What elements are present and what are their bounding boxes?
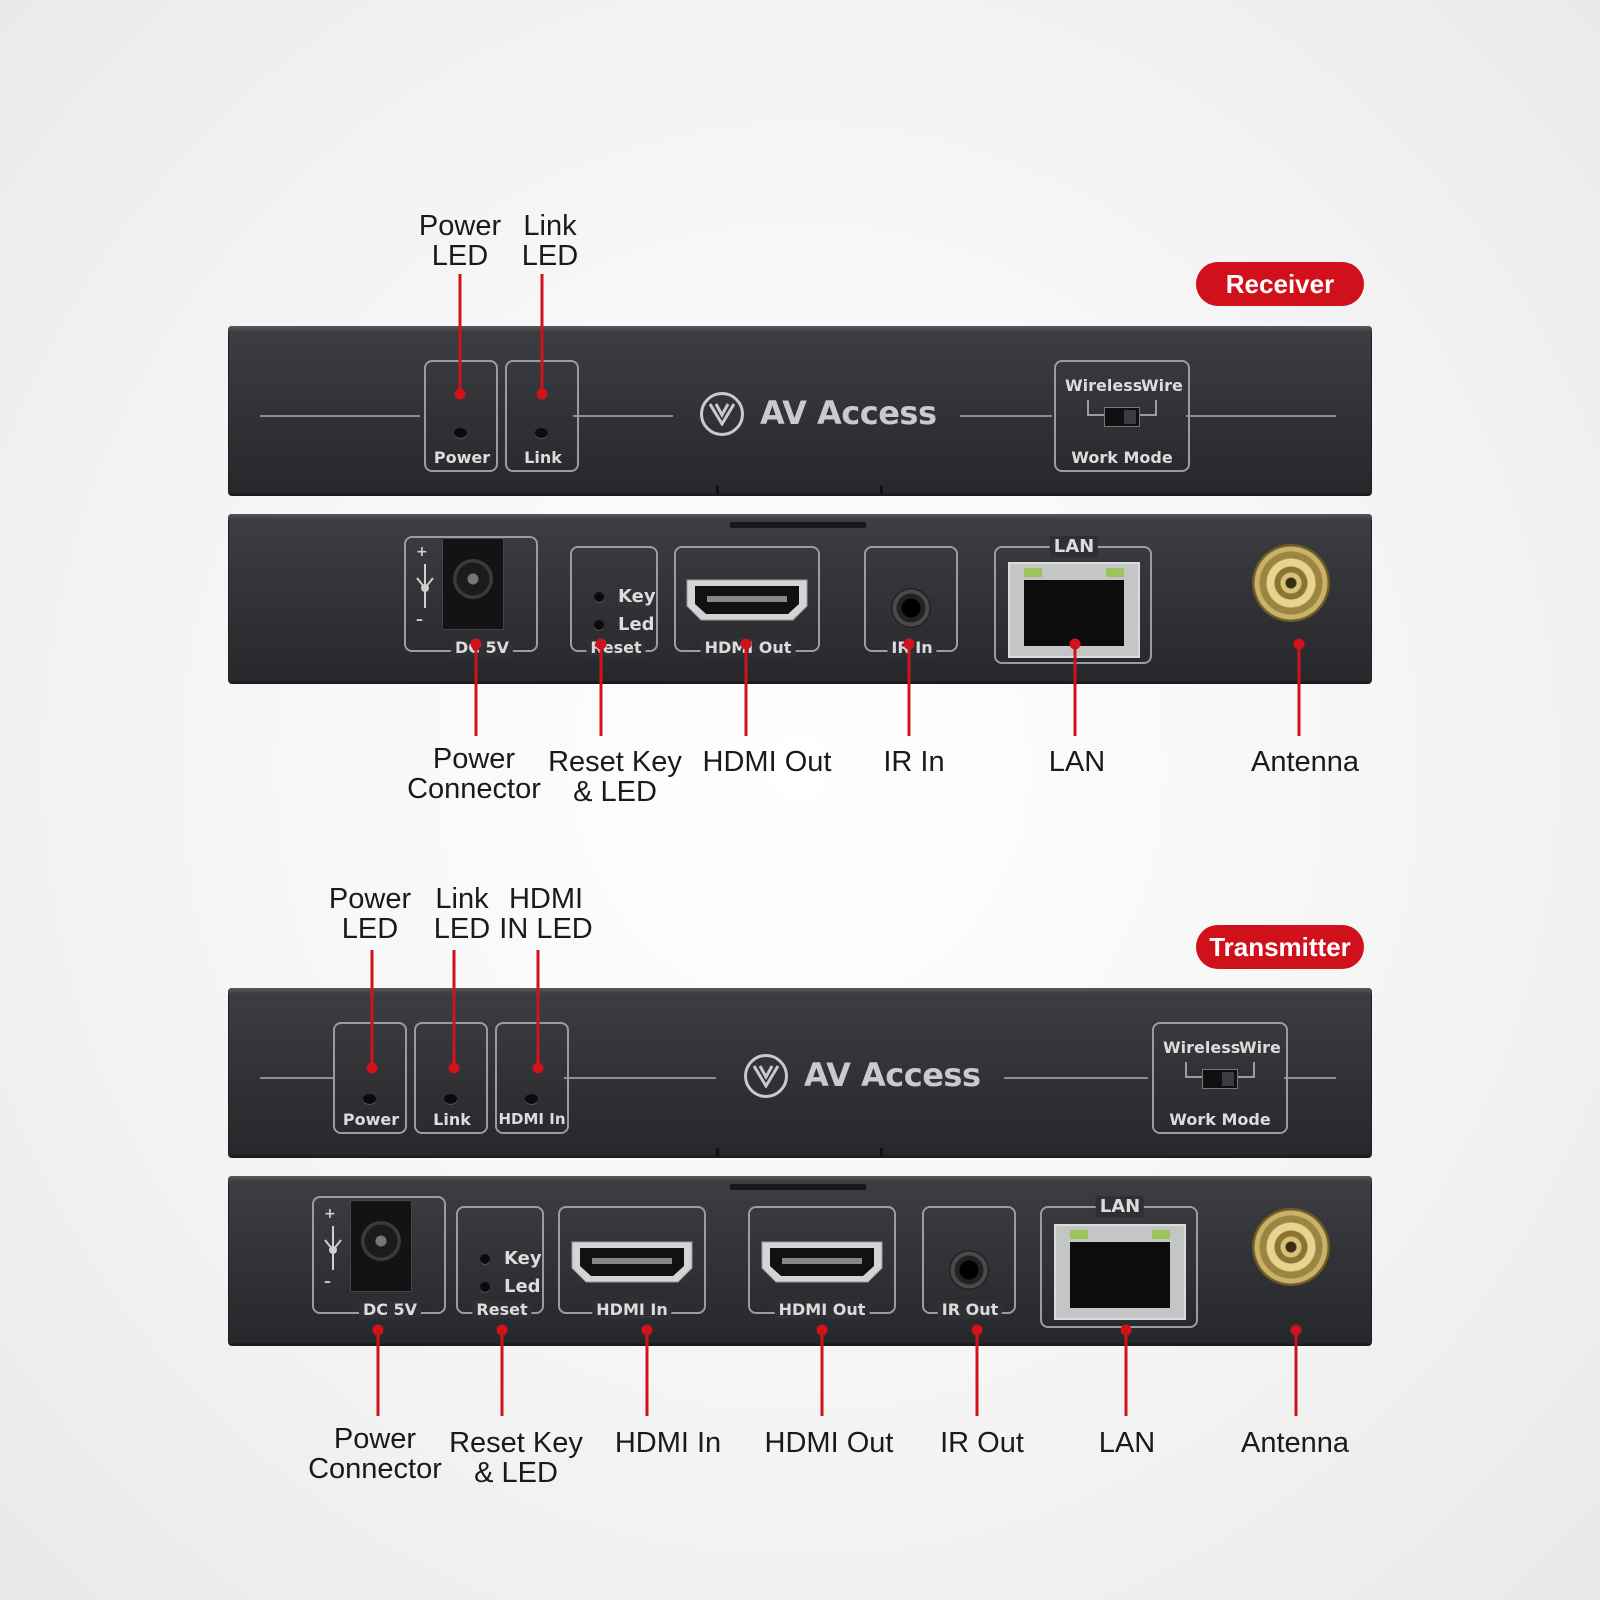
transmitter-work-mode-box: Wireless Wire Work Mode bbox=[1152, 1022, 1288, 1134]
transmitter-ir-out-box: IR Out bbox=[922, 1206, 1016, 1319]
transmitter-hdmi-out-port[interactable] bbox=[760, 1240, 884, 1284]
transmitter-brand-logo: AV Access bbox=[804, 1056, 981, 1094]
transmitter-reset-led bbox=[480, 1282, 490, 1292]
receiver-link-led-label: Link LED bbox=[521, 210, 579, 272]
receiver-dc-jack[interactable] bbox=[442, 538, 504, 630]
transmitter-power-led bbox=[363, 1094, 376, 1104]
receiver-ir-in-box: IR In bbox=[864, 546, 958, 657]
receiver-wire-text: Wire bbox=[1141, 376, 1183, 395]
transmitter-hdmi-in-label: HDMI In bbox=[614, 1427, 722, 1459]
transmitter-link-led-box: Link bbox=[414, 1022, 488, 1134]
receiver-work-mode-box: Wireless Wire Work Mode bbox=[1054, 360, 1190, 472]
transmitter-link-led-label: Link LED bbox=[433, 883, 491, 945]
transmitter-front-panel: Power Link HDMI In AV Access Wireless Wi… bbox=[228, 988, 1372, 1156]
transmitter-lan-label: LAN bbox=[1098, 1427, 1156, 1459]
transmitter-lan-box: LAN bbox=[1040, 1196, 1198, 1328]
av-access-logo-icon bbox=[744, 1054, 788, 1098]
transmitter-dc-box: + – DC 5V bbox=[312, 1196, 446, 1319]
transmitter-rear-panel: + – DC 5V Key Led Reset HDMI In HDMI Out… bbox=[228, 1176, 1372, 1344]
transmitter-hdmi-in-led-box: HDMI In bbox=[495, 1022, 569, 1134]
transmitter-work-mode-switch[interactable] bbox=[1202, 1069, 1238, 1089]
transmitter-power-connector-label: Power Connector bbox=[308, 1423, 442, 1485]
receiver-reset-key[interactable] bbox=[594, 592, 604, 602]
receiver-reset-box: Key Led Reset bbox=[570, 546, 658, 657]
receiver-work-mode-text: Work Mode bbox=[1071, 448, 1173, 467]
transmitter-hdmi-in-text: HDMI In bbox=[592, 1300, 672, 1319]
dc-polarity-icon: + bbox=[416, 544, 428, 560]
transmitter-reset-box: Key Led Reset bbox=[456, 1206, 544, 1319]
receiver-power-led bbox=[454, 428, 467, 438]
receiver-lan-label: LAN bbox=[1048, 746, 1106, 778]
receiver-reset-key-label: Reset Key & LED bbox=[548, 746, 682, 808]
receiver-link-led bbox=[535, 428, 548, 438]
receiver-badge: Receiver bbox=[1196, 262, 1364, 306]
transmitter-wire-text: Wire bbox=[1239, 1038, 1281, 1057]
transmitter-hdmi-in-led-label: HDMI IN LED bbox=[499, 883, 593, 945]
receiver-power-text: Power bbox=[433, 448, 491, 467]
transmitter-lan-text: LAN bbox=[1095, 1196, 1145, 1217]
av-access-logo-icon bbox=[700, 392, 744, 436]
transmitter-work-mode-text: Work Mode bbox=[1169, 1110, 1271, 1129]
receiver-hdmi-out-label: HDMI Out bbox=[702, 746, 832, 778]
receiver-led-text: Led bbox=[618, 614, 655, 635]
transmitter-dc-text: DC 5V bbox=[358, 1300, 422, 1319]
transmitter-power-text: Power bbox=[342, 1110, 400, 1129]
transmitter-link-text: Link bbox=[433, 1110, 471, 1129]
transmitter-antenna-connector[interactable] bbox=[1252, 1208, 1330, 1286]
transmitter-hdmi-in-front-text: HDMI In bbox=[498, 1110, 566, 1128]
receiver-work-mode-switch[interactable] bbox=[1104, 407, 1140, 427]
receiver-hdmi-out-port[interactable] bbox=[685, 578, 809, 622]
receiver-dc-box: + – DC 5V bbox=[404, 536, 538, 657]
receiver-dc-text: DC 5V bbox=[450, 638, 514, 657]
transmitter-ir-out-port[interactable] bbox=[949, 1250, 989, 1290]
transmitter-dc-jack[interactable] bbox=[350, 1200, 412, 1292]
receiver-rear-panel: + – DC 5V Key Led Reset HDMI Out IR In L… bbox=[228, 514, 1372, 682]
transmitter-hdmi-out-box: HDMI Out bbox=[748, 1206, 896, 1319]
receiver-hdmi-out-box: HDMI Out bbox=[674, 546, 820, 657]
transmitter-reset-text: Reset bbox=[472, 1300, 532, 1319]
transmitter-lan-port[interactable] bbox=[1054, 1224, 1186, 1320]
transmitter-antenna-label: Antenna bbox=[1240, 1427, 1350, 1459]
transmitter-hdmi-in-port[interactable] bbox=[570, 1240, 694, 1284]
receiver-ir-in-port[interactable] bbox=[891, 588, 931, 628]
transmitter-hdmi-out-label: HDMI Out bbox=[764, 1427, 894, 1459]
dc-polarity-icon: + bbox=[324, 1206, 336, 1222]
transmitter-power-led-box: Power bbox=[333, 1022, 407, 1134]
receiver-link-text: Link bbox=[524, 448, 562, 467]
receiver-front-panel: Power Link AV Access Wireless Wire Work … bbox=[228, 326, 1372, 494]
transmitter-reset-key-label: Reset Key & LED bbox=[449, 1427, 583, 1489]
receiver-wireless-text: Wireless bbox=[1065, 376, 1143, 395]
transmitter-ir-out-label: IR Out bbox=[940, 1427, 1024, 1459]
receiver-reset-led bbox=[594, 620, 604, 630]
transmitter-hdmi-out-text: HDMI Out bbox=[774, 1300, 870, 1319]
transmitter-hdmi-in-box: HDMI In bbox=[558, 1206, 706, 1319]
receiver-power-led-label: Power LED bbox=[418, 210, 502, 272]
receiver-key-text: Key bbox=[618, 586, 656, 607]
receiver-brand-logo: AV Access bbox=[760, 394, 937, 432]
transmitter-led-text: Led bbox=[504, 1276, 541, 1297]
receiver-antenna-connector[interactable] bbox=[1252, 544, 1330, 622]
transmitter-badge: Transmitter bbox=[1196, 925, 1364, 969]
receiver-ir-in-label: IR In bbox=[883, 746, 945, 778]
transmitter-ir-out-text: IR Out bbox=[937, 1300, 1003, 1319]
transmitter-hdmi-in-led bbox=[525, 1094, 538, 1104]
transmitter-wireless-text: Wireless bbox=[1163, 1038, 1241, 1057]
transmitter-key-text: Key bbox=[504, 1248, 542, 1269]
receiver-lan-text: LAN bbox=[1049, 536, 1099, 557]
transmitter-reset-key[interactable] bbox=[480, 1254, 490, 1264]
receiver-antenna-label: Antenna bbox=[1250, 746, 1360, 778]
receiver-power-connector-label: Power Connector bbox=[407, 743, 541, 805]
transmitter-link-led bbox=[444, 1094, 457, 1104]
transmitter-power-led-label: Power LED bbox=[328, 883, 412, 945]
